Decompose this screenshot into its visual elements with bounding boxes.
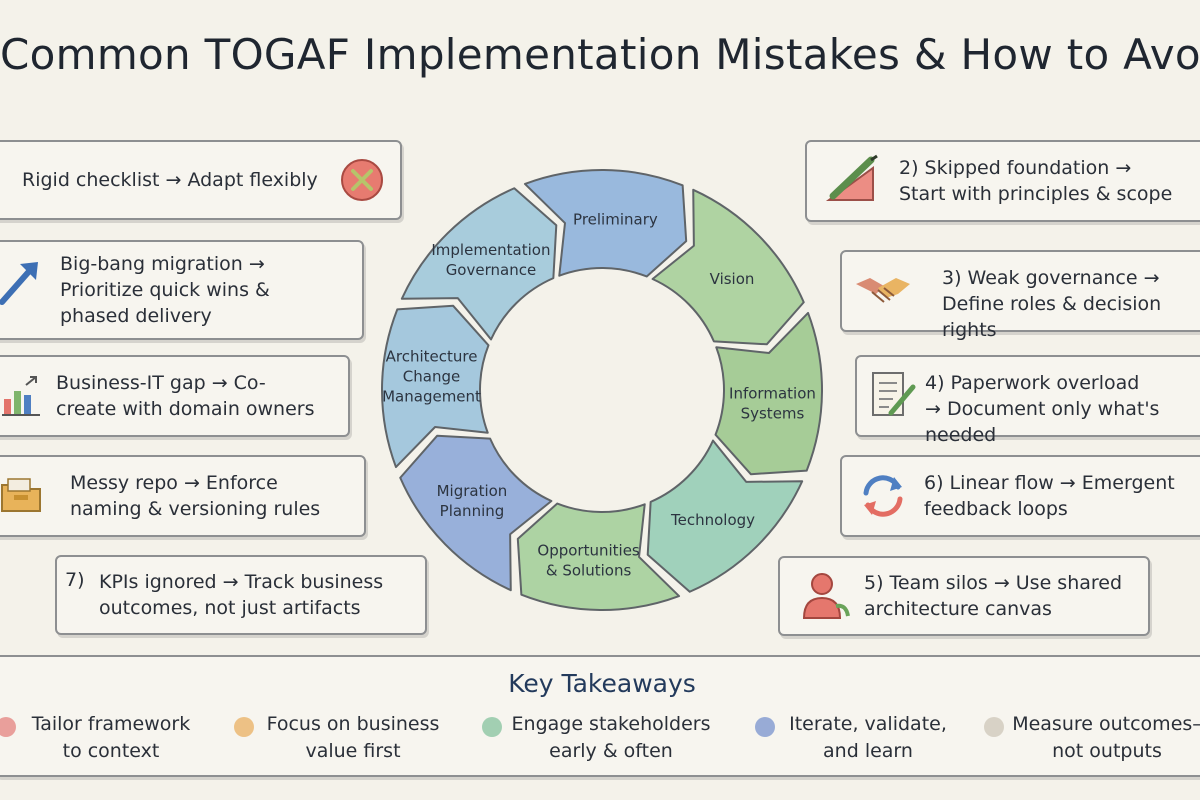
- mistake-text-line: Business-IT gap → Co-: [56, 372, 266, 394]
- mistake-text-line: Big-bang migration →: [60, 253, 265, 275]
- cycle-segment-migration-planning: [399, 434, 553, 592]
- cycle-segment-implementation-governance: [400, 187, 558, 341]
- mistake-text-line: Rigid checklist → Adapt flexibly: [22, 169, 318, 191]
- key-takeaways-panel: Key Takeaways Tailor framework to contex…: [0, 655, 1200, 777]
- mistake-text-line: architecture canvas: [864, 598, 1052, 620]
- takeaway-item-iterate: Iterate, validate, and learn: [780, 711, 956, 765]
- mistake-text-line: 6) Linear flow → Emergent: [924, 472, 1175, 494]
- cycle-label-opportunities: Opportunities& Solutions: [537, 541, 640, 579]
- mistake-text-line: 2) Skipped foundation →: [899, 157, 1132, 179]
- takeaway-item-measure: Measure outcomes– not outputs: [1010, 711, 1200, 765]
- pencil-ruler-icon: [825, 154, 885, 213]
- takeaway-item-tailor: Tailor framework to context: [22, 711, 200, 765]
- cycle-segment-opportunities: [516, 502, 681, 611]
- takeaway-line: Engage stakeholders: [511, 713, 711, 735]
- mistake-text-line: Start with principles & scope: [899, 183, 1173, 205]
- mistake-card-messy-repo: Messy repo → Enforce naming & versioning…: [0, 455, 366, 537]
- mistake-text-line: 3) Weak governance →: [942, 267, 1160, 289]
- document-pen-icon: [869, 369, 917, 428]
- mistake-card-big-bang: Big-bang migration → Prioritize quick wi…: [0, 240, 364, 340]
- mistake-card-weak-governance: 3) Weak governance → Define roles & deci…: [840, 250, 1200, 341]
- takeaway-line: value first: [305, 740, 401, 762]
- mistake-text-line: outcomes, not just artifacts: [99, 597, 361, 619]
- cycle-segment-preliminary: [523, 169, 688, 278]
- person-icon: [800, 570, 850, 627]
- mistake-text-line: 5) Team silos → Use shared: [864, 572, 1123, 594]
- takeaway-dot: [0, 717, 16, 737]
- takeaway-item-stakeholders: Engage stakeholders early & often: [506, 711, 716, 765]
- takeaway-line: early & often: [549, 740, 673, 762]
- cycle-label-technology: Technology: [670, 511, 755, 529]
- mistake-text-line: Prioritize quick wins &: [60, 279, 270, 301]
- takeaway-line: Measure outcomes–: [1012, 713, 1200, 735]
- mistake-text-line: feedback loops: [924, 498, 1068, 520]
- page-title: Common TOGAF Implementation Mistakes & H…: [0, 30, 1200, 79]
- mistake-number: 7): [65, 569, 85, 591]
- mistake-text-line: KPIs ignored → Track business: [99, 571, 384, 593]
- mistake-text-line: Define roles & decision rights: [942, 293, 1162, 341]
- cycle-label-preliminary: Preliminary: [573, 211, 658, 229]
- takeaway-item-business-value: Focus on business value first: [258, 711, 448, 765]
- mistake-text-line: phased delivery: [60, 305, 212, 327]
- mistake-card-paperwork-overload: 4) Paperwork overload → Document only wh…: [855, 355, 1200, 446]
- takeaway-dot: [984, 717, 1004, 737]
- mistake-text-line: create with domain owners: [56, 398, 315, 420]
- mistake-text-line: Messy repo → Enforce: [70, 472, 278, 494]
- cycle-label-vision: Vision: [710, 270, 755, 288]
- key-takeaways-title: Key Takeaways: [508, 669, 696, 698]
- takeaway-line: Focus on business: [266, 713, 440, 735]
- mistake-card-business-it-gap: Business-IT gap → Co- create with domain…: [0, 355, 350, 437]
- cross-circle-icon: [338, 156, 386, 211]
- refresh-arrows-icon: [858, 471, 908, 528]
- cycle-segment-vision: [651, 188, 805, 346]
- takeaway-dot: [755, 717, 775, 737]
- mistake-text-line: → Document only what's needed: [925, 398, 1160, 446]
- handshake-icon: [854, 268, 912, 319]
- mistake-text-line: 4) Paperwork overload: [925, 372, 1140, 394]
- mistake-card-skipped-foundation: 2) Skipped foundation → Start with princ…: [805, 140, 1200, 222]
- mistake-card-kpis-ignored: 7) KPIs ignored → Track business outcome…: [55, 555, 427, 635]
- growth-arrow-icon: [0, 256, 44, 315]
- cycle-segment-architecture-change: [381, 304, 490, 469]
- cycle-segment-information-systems: [714, 311, 823, 476]
- bar-chart-icon: [0, 375, 44, 426]
- takeaway-dot: [482, 717, 502, 737]
- mistake-card-rigid-checklist: Rigid checklist → Adapt flexibly: [0, 140, 402, 220]
- takeaway-line: not outputs: [1052, 740, 1162, 762]
- mistake-text-line: naming & versioning rules: [70, 498, 321, 520]
- folder-icon: [0, 473, 44, 524]
- mistake-card-team-silos: 5) Team silos → Use shared architecture …: [778, 556, 1150, 636]
- takeaway-line: Tailor framework: [31, 713, 191, 735]
- mistake-card-linear-flow: 6) Linear flow → Emergent feedback loops: [840, 455, 1200, 537]
- takeaway-line: to context: [62, 740, 160, 762]
- takeaway-line: and learn: [823, 740, 913, 762]
- takeaway-dot: [234, 717, 254, 737]
- cycle-segment-technology: [646, 439, 804, 593]
- takeaway-line: Iterate, validate,: [789, 713, 947, 735]
